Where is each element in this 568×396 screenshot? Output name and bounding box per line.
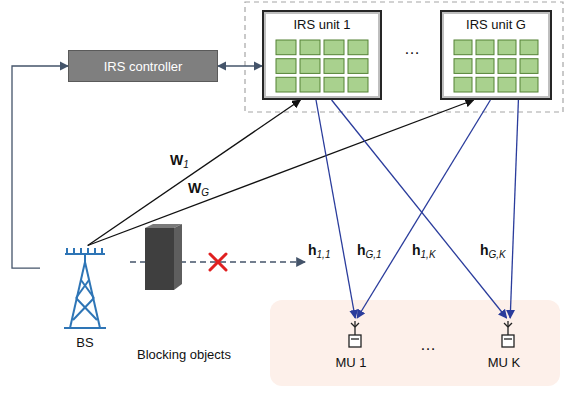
- ellipsis-label: …: [404, 40, 420, 58]
- node-label: IRS controller: [104, 59, 183, 74]
- base-station: BS: [40, 240, 130, 350]
- node-label: IRS unit G: [442, 17, 550, 32]
- node-label: IRS unit 1: [264, 17, 380, 32]
- blocking-object: Blocking objects: [120, 222, 248, 362]
- irs-unit-box: IRS unit G: [440, 10, 552, 100]
- mobile-user: MU 1: [325, 318, 377, 370]
- node-label: BS: [40, 335, 130, 350]
- signal-link: [316, 100, 355, 318]
- base-station-icon: [40, 240, 130, 350]
- channel-label: WG: [186, 180, 211, 196]
- signal-link: [510, 100, 518, 318]
- signal-link: [332, 100, 507, 318]
- signal-link: [357, 100, 490, 318]
- mobile-user: MU K: [478, 318, 530, 370]
- irs-group-outline: [245, 2, 563, 112]
- blocked-cross: [210, 254, 226, 270]
- blocking-wall: [120, 222, 248, 362]
- user-area: [270, 300, 560, 386]
- channel-label: h1,K: [410, 242, 438, 258]
- channel-label: W1: [168, 152, 191, 168]
- node-label: Blocking objects: [120, 347, 248, 362]
- signal-link: [12, 66, 68, 268]
- channel-label: hG,1: [355, 242, 384, 258]
- signal-link: [88, 100, 301, 246]
- ellipsis-label: …: [420, 336, 436, 354]
- channel-label: hG,K: [478, 242, 508, 258]
- channel-label: h1,1: [306, 242, 332, 258]
- controller-box: IRS controller: [68, 50, 218, 82]
- node-label: MU 1: [325, 355, 377, 370]
- signal-link: [218, 65, 262, 66]
- node-label: MU K: [478, 355, 530, 370]
- irs-unit-box: IRS unit 1: [262, 10, 382, 100]
- signal-link: [88, 100, 474, 246]
